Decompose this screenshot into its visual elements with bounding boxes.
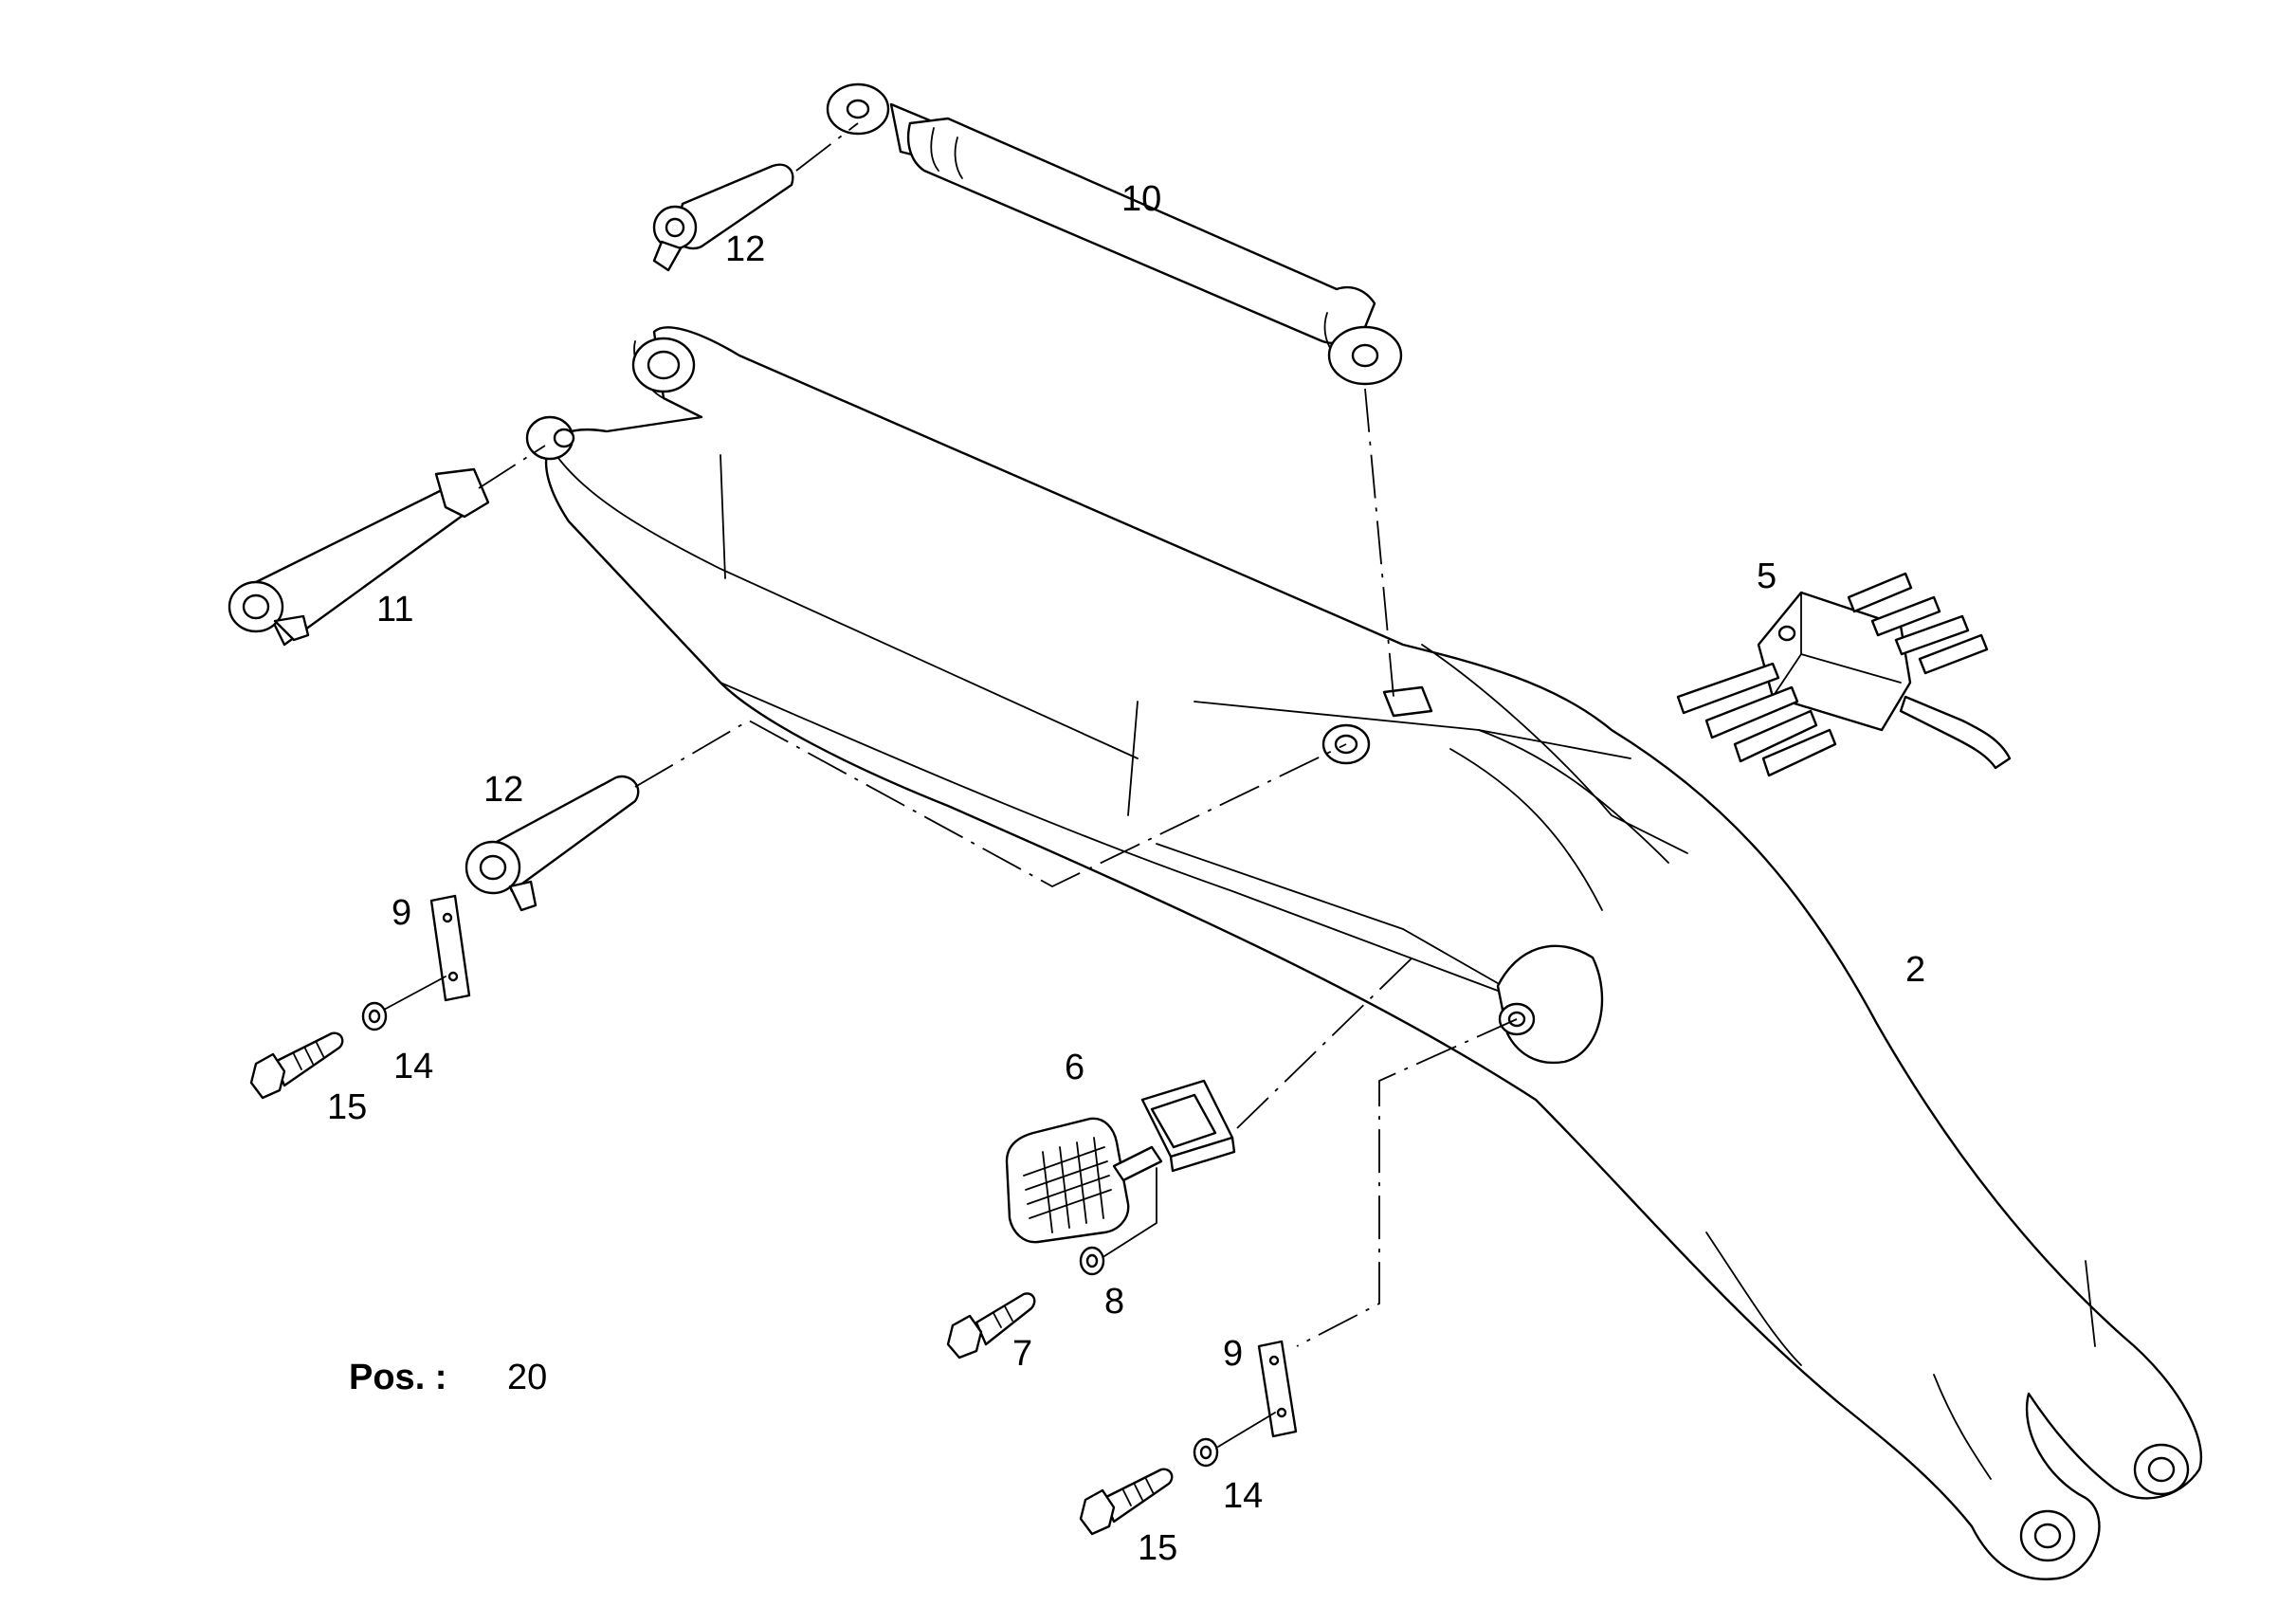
callout-7: 7 bbox=[1012, 1334, 1032, 1374]
position-value: 20 bbox=[507, 1358, 547, 1397]
position-label: Pos. : bbox=[349, 1358, 446, 1397]
pin-upper-cylinder bbox=[652, 163, 794, 272]
callout-15-left: 15 bbox=[327, 1087, 367, 1127]
plate-left bbox=[429, 894, 471, 1002]
leader-lines bbox=[383, 122, 1518, 1448]
callout-2: 2 bbox=[1905, 950, 1925, 990]
callout-10: 10 bbox=[1121, 179, 1161, 219]
callout-14-right: 14 bbox=[1223, 1476, 1263, 1516]
callout-14-left: 14 bbox=[393, 1047, 433, 1086]
fasteners-left bbox=[249, 1001, 388, 1100]
pin-boom-pivot bbox=[228, 467, 490, 647]
position-indicator: Pos. : 20 bbox=[349, 1358, 547, 1397]
callout-12-lower: 12 bbox=[483, 770, 523, 810]
fasteners-right bbox=[1079, 1437, 1219, 1536]
callout-labels: 2 5 6 7 8 9 9 10 11 12 12 14 14 15 15 bbox=[327, 179, 1925, 1568]
callout-8: 8 bbox=[1104, 1282, 1124, 1322]
pin-lower-boom bbox=[465, 775, 640, 912]
boom-arm bbox=[525, 326, 2203, 1580]
callout-15-right: 15 bbox=[1138, 1528, 1177, 1568]
fasteners-step bbox=[946, 1246, 1105, 1359]
step-plate bbox=[1005, 1079, 1236, 1244]
callout-12-upper: 12 bbox=[725, 229, 765, 269]
callout-9-right: 9 bbox=[1223, 1334, 1243, 1374]
callout-5: 5 bbox=[1757, 557, 1777, 596]
valve-block bbox=[1676, 572, 2012, 777]
callout-9-left: 9 bbox=[392, 893, 411, 933]
callout-11: 11 bbox=[376, 590, 413, 630]
plate-right bbox=[1257, 1340, 1298, 1438]
callout-6: 6 bbox=[1065, 1048, 1084, 1087]
hydraulic-cylinder bbox=[826, 82, 1403, 386]
